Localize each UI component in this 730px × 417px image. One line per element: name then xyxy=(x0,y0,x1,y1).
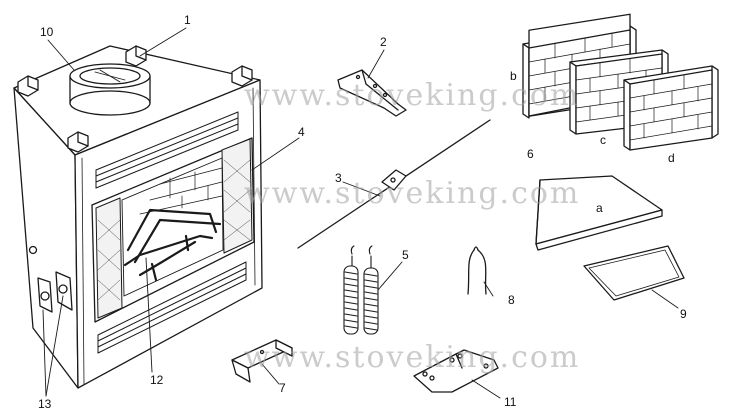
fire-grate xyxy=(123,208,222,282)
callout-d: d xyxy=(668,151,675,165)
callout-11: 11 xyxy=(504,395,517,409)
callout-8: 8 xyxy=(508,293,515,307)
callout-2: 2 xyxy=(380,35,387,49)
callout-6: 6 xyxy=(527,147,534,161)
callout-c: c xyxy=(600,133,606,147)
callout-10: 10 xyxy=(40,25,54,39)
callout-b: b xyxy=(510,69,517,83)
bottom-louvers xyxy=(97,261,247,354)
callout-13: 13 xyxy=(38,397,52,411)
refractory-floor-a xyxy=(535,175,663,251)
side-knockouts xyxy=(28,245,73,313)
callout-5: 5 xyxy=(402,248,409,262)
damper-rod xyxy=(297,119,491,249)
springs xyxy=(343,245,379,335)
mounting-plate xyxy=(413,349,499,393)
callout-9: 9 xyxy=(680,307,687,321)
callout-a: a xyxy=(596,201,603,215)
callout-7: 7 xyxy=(279,381,286,395)
callout-4: 4 xyxy=(298,125,305,139)
callout-1: 1 xyxy=(184,13,191,27)
firebox-opening xyxy=(91,137,255,323)
retainer-clip xyxy=(467,246,487,295)
damper-bracket xyxy=(337,69,407,117)
refractory-panel-d xyxy=(623,65,719,151)
standoff-brackets xyxy=(17,45,253,153)
ash-plate xyxy=(583,245,685,301)
flue-collar xyxy=(69,63,151,116)
top-louvers xyxy=(95,111,239,189)
callout-12: 12 xyxy=(150,373,164,387)
leader-lines xyxy=(42,27,679,399)
fireplace-unit xyxy=(13,45,263,389)
callout-3: 3 xyxy=(335,171,342,185)
angle-bracket xyxy=(231,339,293,383)
